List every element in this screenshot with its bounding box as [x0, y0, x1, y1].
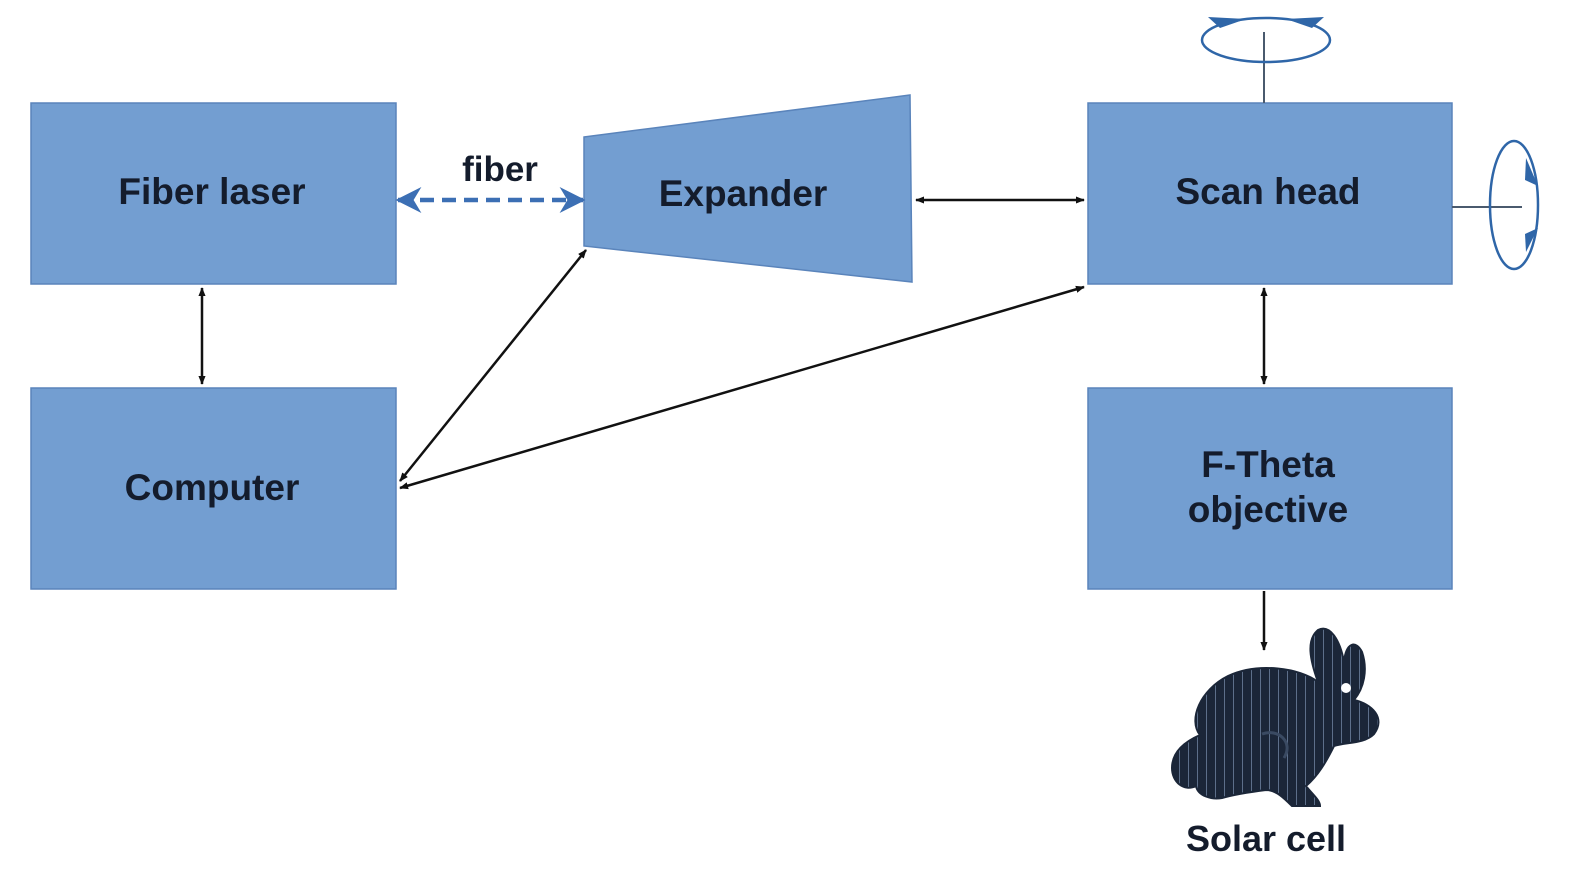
expander-label: Expander	[659, 173, 828, 214]
solar-cell: Solar cell	[1170, 627, 1380, 859]
fiber-link: fiber	[395, 150, 586, 213]
side-rotation-icon	[1452, 139, 1540, 271]
solar-cell-label: Solar cell	[1186, 818, 1346, 859]
top-rotation-icon	[1200, 16, 1332, 103]
connectors	[198, 196, 1268, 651]
f-theta-objective-block: F-Theta objective	[1087, 387, 1453, 590]
fiber-label: fiber	[462, 150, 538, 189]
scan-head-label: Scan head	[1175, 171, 1360, 212]
f-theta-label-line1: F-Theta	[1201, 444, 1335, 485]
computer-expander-arrow	[399, 249, 587, 482]
expander-block: Expander	[583, 94, 913, 283]
fiber-laser-block: Fiber laser	[30, 102, 397, 285]
solar-cell-icon	[1170, 627, 1380, 807]
fiber-laser-label: Fiber laser	[118, 171, 305, 212]
scan-head-block: Scan head	[1087, 102, 1453, 285]
f-theta-label-line2: objective	[1188, 489, 1348, 530]
computer-block: Computer	[30, 387, 397, 590]
computer-scan-head-arrow	[399, 285, 1085, 490]
computer-label: Computer	[125, 467, 300, 508]
